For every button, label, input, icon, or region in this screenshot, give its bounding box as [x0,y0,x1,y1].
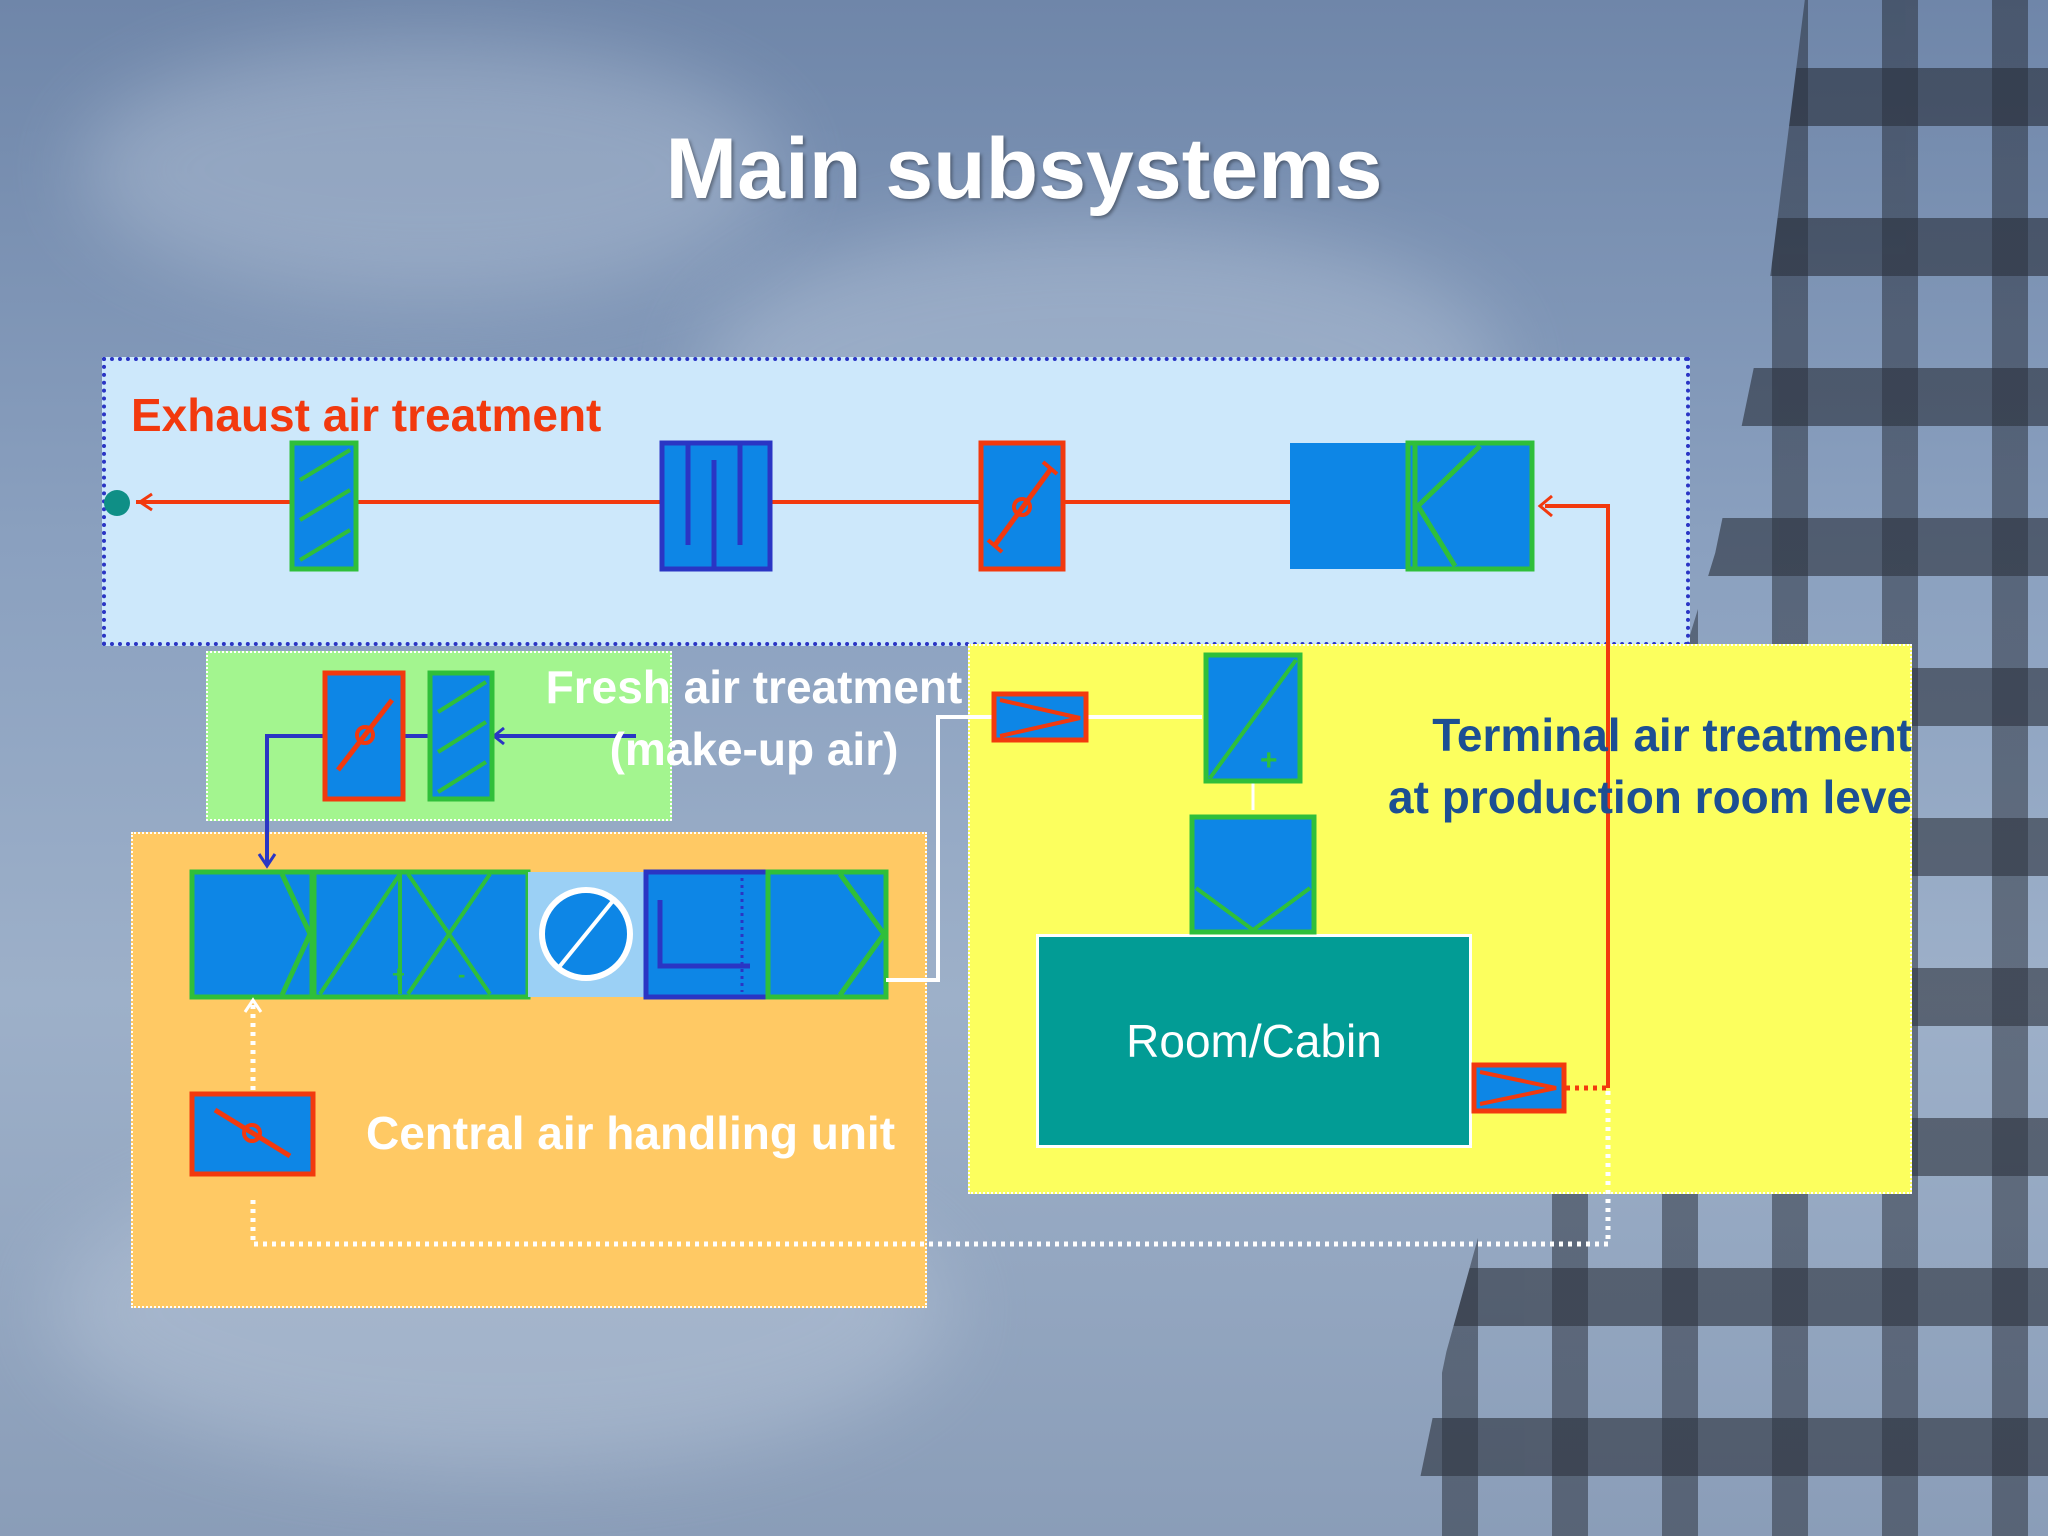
exhaust-outlet-dot [104,490,130,516]
central-ahu-unit-icon: + - [189,869,889,1000]
svg-text:-: - [458,962,465,987]
fresh-air-duct-line [257,726,636,869]
reheater-coil-icon: + [1203,652,1303,784]
room-cabin-box: Room/Cabin [1036,934,1472,1148]
background-cloud [80,40,780,300]
svg-text:+: + [1260,744,1278,777]
terminal-label-line1: Terminal air treatment [1432,709,1912,761]
svg-text:+: + [392,962,405,987]
fresh-air-label-line1: Fresh air treatment [545,661,963,713]
terminal-air-treatment-label: Terminal air treatment at production roo… [1312,704,1912,828]
exhaust-silencer-icon [659,440,773,572]
fresh-air-label-line2: (make-up air) [609,723,899,775]
exhaust-filter-icon [289,440,359,572]
exhaust-fan-unit-icon [1290,440,1535,572]
supply-damper-icon [991,691,1089,743]
fresh-air-damper-icon [322,670,406,802]
terminal-label-line2: at production room leve [1388,771,1912,823]
exhaust-damper-icon [978,440,1066,572]
page-title: Main subsystems [665,121,1383,217]
room-cabin-label: Room/Cabin [1126,1015,1382,1067]
central-air-handling-unit-label: Central air handling unit [366,1107,896,1159]
terminal-filter-icon [1189,814,1317,935]
fresh-air-treatment-label: Fresh air treatment (make-up air) [524,656,984,780]
exhaust-air-treatment-label: Exhaust air treatment [131,389,602,441]
recirculation-damper-icon [189,1091,316,1177]
return-duct-line [243,997,1611,1247]
fresh-air-filter-icon [427,670,495,802]
exhaust-damper-room-icon [1471,1062,1567,1114]
supply-duct-line [886,715,1255,982]
